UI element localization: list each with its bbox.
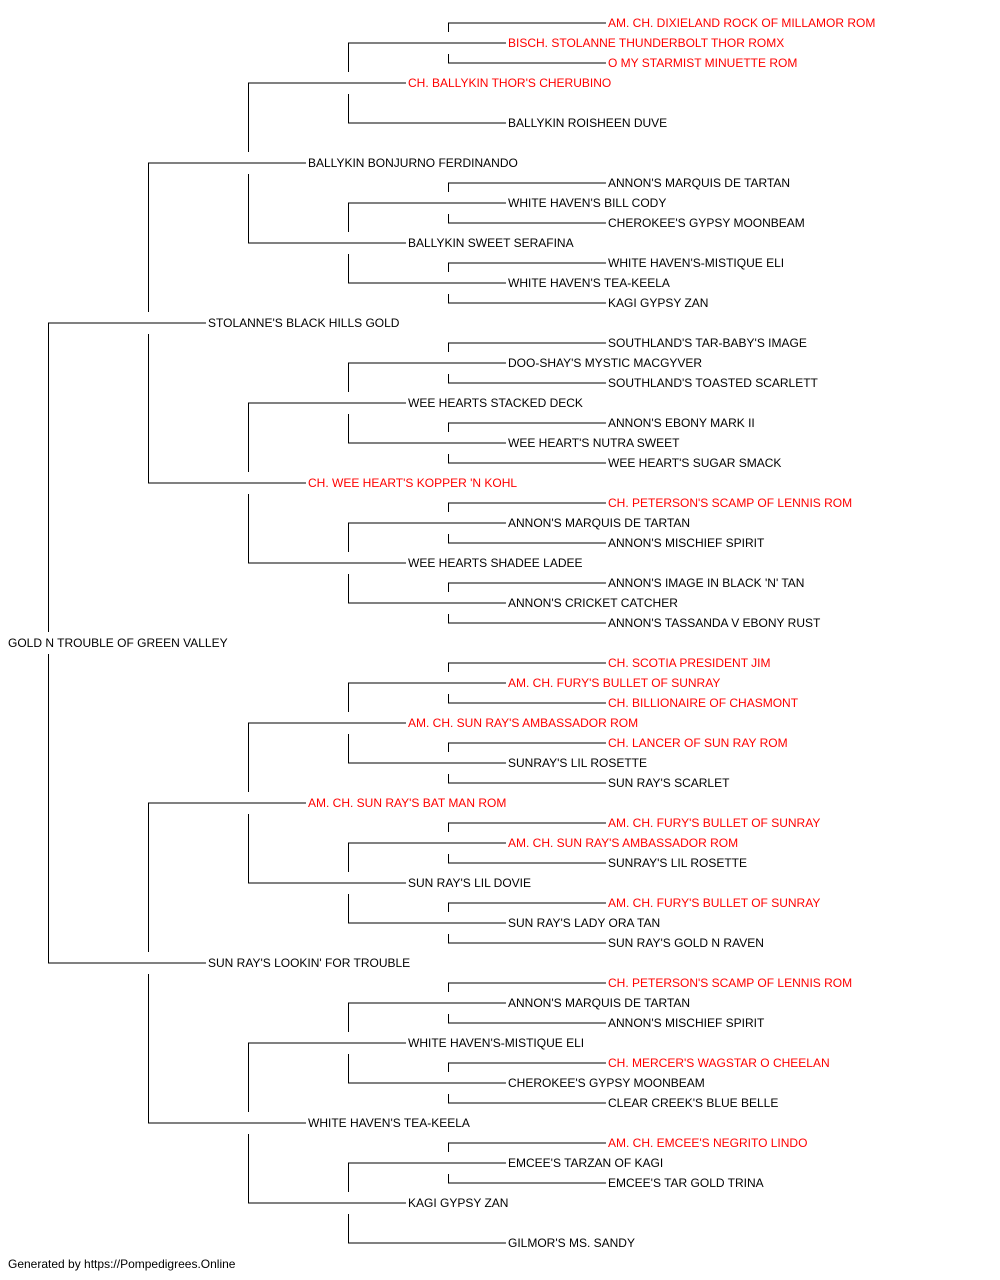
- ggg-grandparent-sire-name: ANNON'S EBONY MARK II: [608, 416, 755, 430]
- grandparent-sire-name: AM. CH. SUN RAY'S BAT MAN ROM: [308, 796, 506, 810]
- ggg-grandparent-sire-name: CH. PETERSON'S SCAMP OF LENNIS ROM: [608, 976, 852, 990]
- ggg-grandparent-dam-name: ANNON'S TASSANDA V EBONY RUST: [608, 616, 821, 630]
- gg-grandparent-dam-name: BALLYKIN ROISHEEN DUVE: [508, 116, 667, 130]
- ggg-grandparent-sire-name: CH. LANCER OF SUN RAY ROM: [608, 736, 788, 750]
- generated-by-footer: Generated by https://Pompedigrees.Online: [8, 1257, 236, 1271]
- great-grandparent-sire-name: WHITE HAVEN'S-MISTIQUE ELI: [408, 1036, 584, 1050]
- ggg-grandparent-dam-name: EMCEE'S TAR GOLD TRINA: [608, 1176, 764, 1190]
- ggg-grandparent-sire-name: AM. CH. FURY'S BULLET OF SUNRAY: [608, 816, 820, 830]
- great-grandparent-sire-name: AM. CH. SUN RAY'S AMBASSADOR ROM: [408, 716, 638, 730]
- ggg-grandparent-dam-name: CHEROKEE'S GYPSY MOONBEAM: [608, 216, 805, 230]
- dog-name: GOLD N TROUBLE OF GREEN VALLEY: [8, 636, 228, 650]
- ggg-grandparent-dam-name: KAGI GYPSY ZAN: [608, 296, 708, 310]
- gg-grandparent-dam-name: WHITE HAVEN'S TEA-KEELA: [508, 276, 670, 290]
- gg-grandparent-dam-name: GILMOR'S MS. SANDY: [508, 1236, 635, 1250]
- ggg-grandparent-dam-name: O MY STARMIST MINUETTE ROM: [608, 56, 797, 70]
- ggg-grandparent-dam-name: ANNON'S MISCHIEF SPIRIT: [608, 536, 765, 550]
- great-grandparent-dam-name: BALLYKIN SWEET SERAFINA: [408, 236, 574, 250]
- gg-grandparent-sire-name: AM. CH. SUN RAY'S AMBASSADOR ROM: [508, 836, 738, 850]
- ggg-grandparent-dam-name: CLEAR CREEK'S BLUE BELLE: [608, 1096, 778, 1110]
- gg-grandparent-sire-name: WHITE HAVEN'S BILL CODY: [508, 196, 666, 210]
- gg-grandparent-dam-name: CHEROKEE'S GYPSY MOONBEAM: [508, 1076, 705, 1090]
- ggg-grandparent-sire-name: CH. MERCER'S WAGSTAR O CHEELAN: [608, 1056, 830, 1070]
- gg-grandparent-sire-name: EMCEE'S TARZAN OF KAGI: [508, 1156, 663, 1170]
- parent-sire-name: STOLANNE'S BLACK HILLS GOLD: [208, 316, 400, 330]
- ggg-grandparent-dam-name: WEE HEART'S SUGAR SMACK: [608, 456, 781, 470]
- gg-grandparent-sire-name: ANNON'S MARQUIS DE TARTAN: [508, 996, 690, 1010]
- pedigree-tree: GOLD N TROUBLE OF GREEN VALLEY STOLANNE'S…: [8, 16, 875, 1250]
- gg-grandparent-dam-name: ANNON'S CRICKET CATCHER: [508, 596, 678, 610]
- ggg-grandparent-sire-name: AM. CH. EMCEE'S NEGRITO LINDO: [608, 1136, 807, 1150]
- ggg-grandparent-sire-name: ANNON'S MARQUIS DE TARTAN: [608, 176, 790, 190]
- gg-grandparent-dam-name: SUN RAY'S LADY ORA TAN: [508, 916, 660, 930]
- ggg-grandparent-sire-name: CH. SCOTIA PRESIDENT JIM: [608, 656, 770, 670]
- grandparent-sire-name: BALLYKIN BONJURNO FERDINANDO: [308, 156, 518, 170]
- parent-dam-name: SUN RAY'S LOOKIN' FOR TROUBLE: [208, 956, 410, 970]
- grandparent-dam-name: WHITE HAVEN'S TEA-KEELA: [308, 1116, 470, 1130]
- gg-grandparent-sire-name: ANNON'S MARQUIS DE TARTAN: [508, 516, 690, 530]
- ggg-grandparent-sire-name: SOUTHLAND'S TAR-BABY'S IMAGE: [608, 336, 807, 350]
- ggg-grandparent-dam-name: SUN RAY'S GOLD N RAVEN: [608, 936, 764, 950]
- ggg-grandparent-sire-name: ANNON'S IMAGE IN BLACK 'N' TAN: [608, 576, 804, 590]
- gg-grandparent-sire-name: AM. CH. FURY'S BULLET OF SUNRAY: [508, 676, 720, 690]
- ggg-grandparent-sire-name: AM. CH. DIXIELAND ROCK OF MILLAMOR ROM: [608, 16, 875, 30]
- great-grandparent-dam-name: SUN RAY'S LIL DOVIE: [408, 876, 531, 890]
- great-grandparent-dam-name: WEE HEARTS SHADEE LADEE: [408, 556, 583, 570]
- great-grandparent-dam-name: KAGI GYPSY ZAN: [408, 1196, 508, 1210]
- ggg-grandparent-dam-name: SUN RAY'S SCARLET: [608, 776, 730, 790]
- ggg-grandparent-sire-name: AM. CH. FURY'S BULLET OF SUNRAY: [608, 896, 820, 910]
- ggg-grandparent-sire-name: CH. PETERSON'S SCAMP OF LENNIS ROM: [608, 496, 852, 510]
- ggg-grandparent-dam-name: SUNRAY'S LIL ROSETTE: [608, 856, 747, 870]
- gg-grandparent-dam-name: SUNRAY'S LIL ROSETTE: [508, 756, 647, 770]
- great-grandparent-sire-name: WEE HEARTS STACKED DECK: [408, 396, 583, 410]
- gg-grandparent-sire-name: DOO-SHAY'S MYSTIC MACGYVER: [508, 356, 702, 370]
- ggg-grandparent-dam-name: CH. BILLIONAIRE OF CHASMONT: [608, 696, 799, 710]
- great-grandparent-sire-name: CH. BALLYKIN THOR'S CHERUBINO: [408, 76, 611, 90]
- ggg-grandparent-dam-name: SOUTHLAND'S TOASTED SCARLETT: [608, 376, 819, 390]
- gg-grandparent-sire-name: BISCH. STOLANNE THUNDERBOLT THOR ROMX: [508, 36, 784, 50]
- gg-grandparent-dam-name: WEE HEART'S NUTRA SWEET: [508, 436, 680, 450]
- ggg-grandparent-dam-name: ANNON'S MISCHIEF SPIRIT: [608, 1016, 765, 1030]
- grandparent-dam-name: CH. WEE HEART'S KOPPER 'N KOHL: [308, 476, 517, 490]
- ggg-grandparent-sire-name: WHITE HAVEN'S-MISTIQUE ELI: [608, 256, 784, 270]
